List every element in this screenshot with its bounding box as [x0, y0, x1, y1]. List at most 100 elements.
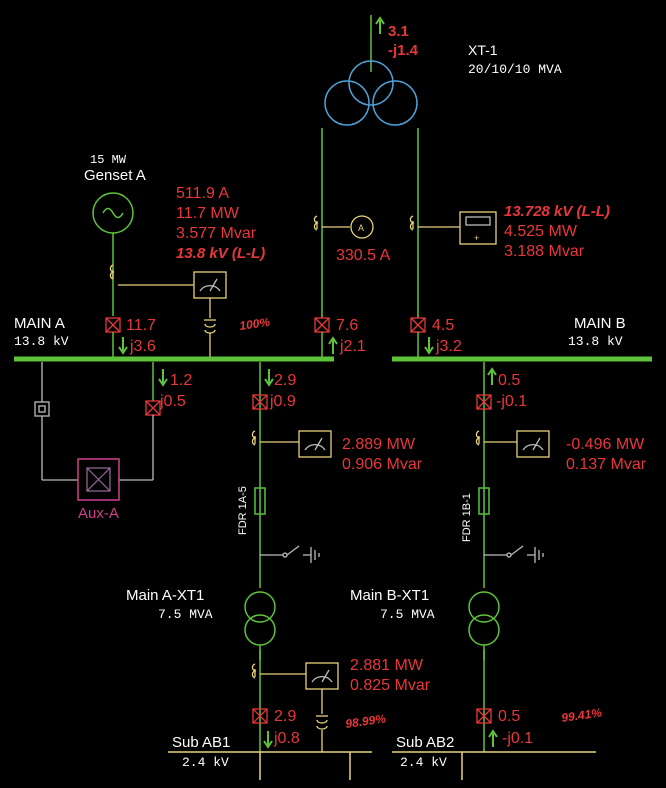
- flow-arrow-icon: [264, 368, 274, 386]
- xt1-a-flow-q: j2.1: [339, 338, 366, 355]
- meter-b-mvar: 3.188 Mvar: [504, 243, 585, 260]
- bus-a-name: MAIN A: [14, 315, 65, 332]
- flow-arrow-icon: [328, 337, 338, 355]
- sub-ab2-flow-q: -j0.1: [502, 730, 533, 747]
- multimeter-icon[interactable]: +: [459, 211, 497, 245]
- transformer-icon: [324, 60, 418, 126]
- svg-text:+: +: [474, 233, 479, 243]
- transformer-main-a-xt1[interactable]: Main A-XT1 7.5 MVA 2.881 MW 0.825 Mvar: [126, 587, 431, 752]
- bus-a-percent: 100%: [238, 315, 271, 333]
- feeder-a-mvar: 0.906 Mvar: [342, 456, 423, 473]
- feeder-a-flow-q: j0.9: [269, 393, 296, 410]
- feeder-b-mw: -0.496 MW: [566, 436, 645, 453]
- sub-ab1-flow-p: 2.9: [274, 708, 296, 725]
- bus-b-kv: 13.8 kV: [568, 334, 623, 349]
- current-transformer-icon: [251, 663, 256, 679]
- bus-b-flow-p: 4.5: [432, 317, 454, 334]
- aux-label: Aux-A: [78, 505, 119, 522]
- breaker-icon[interactable]: [105, 317, 121, 333]
- feeder-b-flow-p: 0.5: [498, 372, 520, 389]
- ammeter-reading: 330.5 A: [336, 247, 391, 264]
- sub-ab2-percent: 99.41%: [560, 705, 603, 725]
- feeder-b-flow-q: -j0.1: [496, 393, 527, 410]
- bus-a-kv: 13.8 kV: [14, 334, 69, 349]
- sub-ab1-percent: 98.99%: [344, 711, 387, 731]
- current-transformer-icon: [475, 430, 480, 446]
- meter-icon[interactable]: [193, 271, 227, 299]
- svg-text:A: A: [358, 223, 364, 233]
- xfmr-b-name: Main B-XT1: [350, 587, 429, 604]
- bus-main-a[interactable]: MAIN A 13.8 kV 100% 11.7 j3.6 7.6 j2.1: [14, 315, 366, 362]
- meter-b-kv: 13.728 kV (L-L): [504, 203, 610, 220]
- sub-ab1-flow-q: j0.8: [273, 730, 300, 747]
- sub-ab2-kv: 2.4 kV: [400, 755, 447, 770]
- flow-arrow-icon: [263, 730, 273, 748]
- feeder-a-cable: FDR 1A-5: [237, 486, 249, 535]
- genset-current: 511.9 A: [176, 185, 229, 202]
- generator-icon: [92, 192, 134, 234]
- ground-switch-icon[interactable]: [282, 545, 320, 564]
- genset-mw: 11.7 MW: [176, 205, 240, 222]
- feeder-b-cable: FDR 1B-1: [461, 493, 473, 542]
- cable-icon: [478, 487, 490, 515]
- sub-ab2-flow-p: 0.5: [498, 708, 520, 725]
- ground-switch-icon[interactable]: [506, 545, 544, 564]
- xfmr-a-mvar: 0.825 Mvar: [350, 677, 431, 694]
- bus-b-flow-q: j3.2: [435, 338, 462, 355]
- current-transformer-icon: [251, 430, 256, 446]
- bus-b-name: MAIN B: [574, 315, 626, 332]
- genset-kv: 13.8 kV (L-L): [176, 245, 265, 262]
- meter-icon[interactable]: [298, 430, 332, 458]
- feeder-b[interactable]: 0.5 -j0.1 -0.496 MW 0.137 Mvar FDR 1B-1: [461, 362, 647, 660]
- sub-ab2-name: Sub AB2: [396, 734, 454, 751]
- xfmr-a-rating: 7.5 MVA: [158, 607, 213, 622]
- aux-flow-p: 1.2: [170, 372, 192, 389]
- current-transformer-icon: [409, 215, 414, 231]
- sub-ab1-name: Sub AB1: [172, 734, 230, 751]
- aux-flow-q: j0.5: [159, 393, 186, 410]
- flow-arrow-icon: [118, 336, 128, 354]
- xt1-name: XT-1: [468, 42, 498, 58]
- genset-rating: 15 MW: [90, 153, 127, 167]
- sub-ab1-kv: 2.4 kV: [182, 755, 229, 770]
- xfmr-b-rating: 7.5 MVA: [380, 607, 435, 622]
- breaker-icon[interactable]: [314, 317, 330, 333]
- cable-icon: [254, 487, 266, 515]
- genset-mvar: 3.577 Mvar: [176, 225, 257, 242]
- xt1-leg-b: + 13.728 kV (L-L) 4.525 MW 3.188 Mvar: [409, 203, 610, 357]
- ammeter-icon[interactable]: A: [350, 215, 374, 239]
- breaker-icon[interactable]: [410, 317, 426, 333]
- feeder-a-flow-p: 2.9: [274, 372, 296, 389]
- flow-arrow-icon: [158, 368, 168, 386]
- bus-sub-ab2[interactable]: 0.5 -j0.1 99.41% Sub AB2 2.4 kV: [392, 705, 603, 780]
- flow-arrow-icon: [424, 336, 434, 354]
- meter-icon[interactable]: [516, 430, 550, 458]
- xfmr-a-name: Main A-XT1: [126, 587, 204, 604]
- xt1-rating: 20/10/10 MVA: [468, 62, 562, 77]
- flow-arrow-icon: [375, 17, 385, 35]
- bus-sub-ab1[interactable]: 2.9 j0.8 98.99% Sub AB1 2.4 kV: [168, 708, 387, 780]
- current-transformer-icon: [313, 215, 318, 231]
- xt1-a-flow-p: 7.6: [336, 317, 358, 334]
- xt1-flow-p: 3.1: [388, 23, 409, 40]
- genset-name: Genset A: [84, 167, 146, 184]
- flow-arrow-icon: [488, 730, 498, 748]
- genset-flow-p: 11.7: [126, 317, 156, 334]
- xt1-flow-q: -j1.4: [388, 42, 419, 59]
- feeder-b-mvar: 0.137 Mvar: [566, 456, 647, 473]
- aux-a-load[interactable]: 1.2 j0.5 Aux-A: [34, 362, 192, 522]
- flow-arrow-icon: [487, 368, 497, 386]
- bus-main-b[interactable]: MAIN B 13.8 kV 4.5 j3.2: [392, 315, 652, 362]
- breaker-icon[interactable]: [145, 400, 161, 416]
- genset-flow-q: j3.6: [129, 338, 156, 355]
- feeder-a-mw: 2.889 MW: [342, 436, 416, 453]
- disconnect-icon[interactable]: [34, 401, 50, 417]
- meter-icon[interactable]: [305, 662, 339, 690]
- genset-a[interactable]: 15 MW Genset A 511.9 A 11.7 MW 3.577 Mva…: [84, 153, 265, 357]
- aux-load-icon: [77, 458, 120, 501]
- transformer-xt1[interactable]: 3.1 -j1.4 XT-1 20/10/10 MVA: [321, 15, 562, 318]
- meter-b-mw: 4.525 MW: [504, 223, 578, 240]
- transformer-main-b-xt1[interactable]: Main B-XT1 7.5 MVA: [350, 587, 506, 752]
- xfmr-a-mw: 2.881 MW: [350, 657, 424, 674]
